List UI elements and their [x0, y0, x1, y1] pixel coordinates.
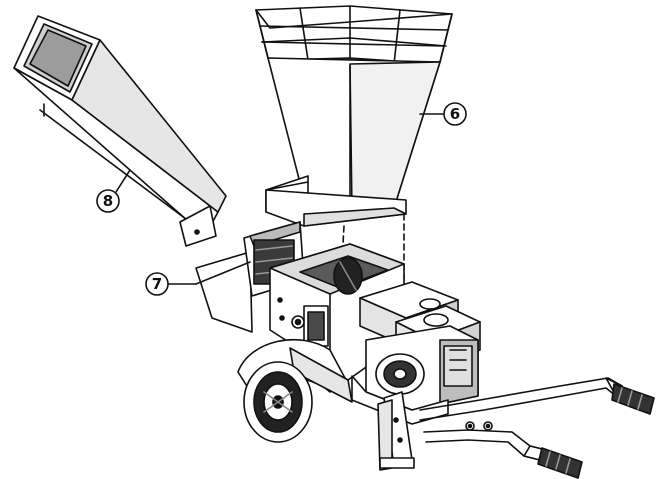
callout-6: 6	[419, 102, 467, 126]
tow-handles	[419, 377, 655, 479]
callout-8-label: 8	[103, 192, 113, 210]
callout-7-label: 7	[152, 275, 162, 293]
callout-6-label: 6	[450, 105, 460, 123]
callout-8: 8	[96, 169, 131, 213]
discharge-chute	[13, 15, 227, 247]
engine	[351, 281, 481, 425]
trailer-frame	[237, 338, 415, 471]
callout-7: 7	[145, 261, 251, 296]
feed-hopper	[255, 5, 453, 281]
